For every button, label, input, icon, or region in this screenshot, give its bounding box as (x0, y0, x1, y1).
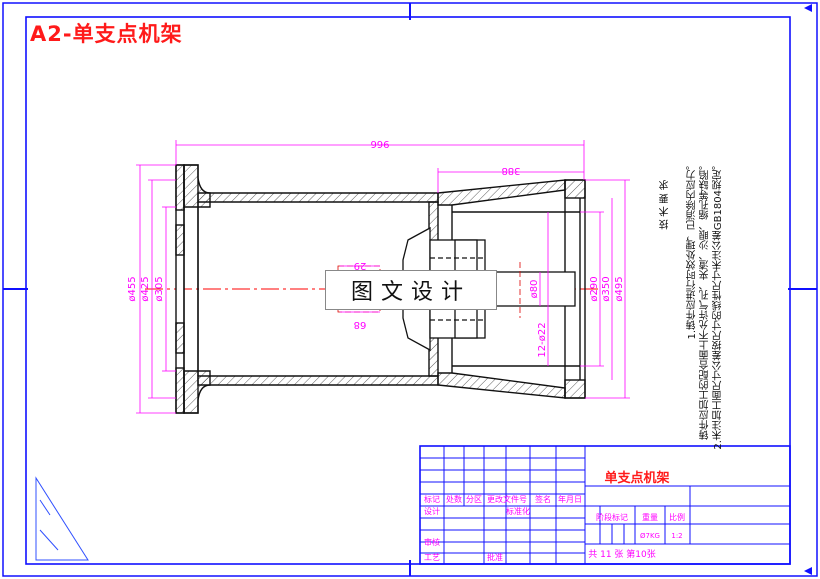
dim-bolts: 12-ø22 (537, 322, 548, 357)
dim-d-left-outer: ø455 (127, 276, 138, 301)
label-qianming: 签名 (535, 494, 551, 504)
label-nianyueri: 年月日 (558, 494, 582, 504)
dim-inner-length: 388 (501, 165, 520, 176)
dim-d-left-inner: ø305 (154, 276, 165, 301)
label-gengai: 更改文件号 (487, 494, 527, 504)
weight-value: Ø7KG (640, 532, 660, 540)
sheet-inner-frame (25, 16, 791, 565)
dimension-lines (136, 140, 630, 414)
scale-value: 1:2 (671, 532, 682, 540)
label-shenhe: 审核 (424, 537, 440, 547)
watermark-label: 图文设计 (325, 270, 497, 310)
dim-d-right-3: ø495 (614, 276, 625, 301)
label-pizhun: 批准 (487, 552, 503, 562)
label-gongyi: 工艺 (424, 553, 440, 562)
dim-center-lower: 68 (354, 319, 367, 330)
dim-center-small: 29 (354, 260, 367, 271)
part-name: 单支点机架 (604, 470, 669, 486)
label-zhongliang: 重量 (642, 512, 658, 522)
label-jieduan: 阶段标记 (596, 512, 628, 522)
note-item-3: 2.未注加工面尺寸公差按尺寸的线性尺寸未注公差GB1804规定。 (713, 160, 724, 450)
centering-marks (3, 3, 817, 576)
dim-d-left-mid: ø425 (140, 276, 151, 301)
dim-overall-length: 966 (370, 138, 389, 149)
notes-heading: 技 术 要 求 (660, 180, 671, 230)
technical-notes: 技 术 要 求 1.铸件应进行时效处理，已消除内应力。 铸件应加工的配合面上不允… (640, 160, 770, 450)
title-block (419, 445, 791, 565)
dim-hub: ø80 (529, 280, 540, 299)
orientation-triangle (35, 476, 89, 561)
dimension-texts: 966 388 ø455 ø425 ø305 29 68 ø80 12-ø22 … (127, 138, 625, 358)
label-bili: 比例 (669, 512, 685, 522)
dim-d-right-2: ø350 (601, 276, 612, 301)
drawing-title: A2-单支点机架 (30, 22, 183, 46)
label-biaozhunhua: 标准化 (506, 506, 530, 516)
sheet-count: 共 11 张 第10张 (588, 548, 656, 560)
corner-arrows (804, 4, 812, 575)
label-biaoji: 标记 (424, 494, 440, 504)
title-block-texts: 单支点机架 标记 处数 分区 更改文件号 签名 年月日 设计 标准化 阶段标记 … (424, 470, 685, 562)
label-fenqu: 分区 (466, 495, 482, 504)
label-chushu: 处数 (446, 494, 462, 504)
label-sheji: 设计 (424, 506, 440, 516)
dim-d-right-1: ø290 (589, 276, 600, 301)
